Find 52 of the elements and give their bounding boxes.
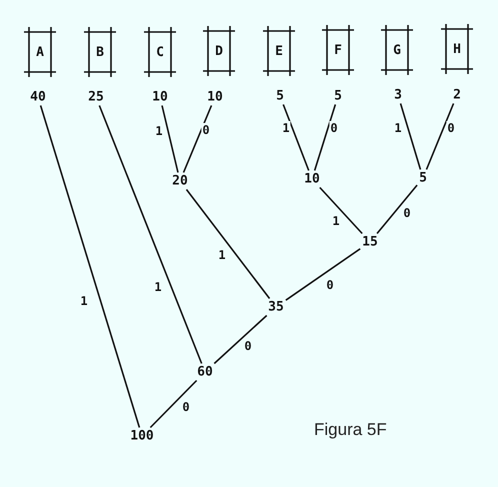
letter-box: C [144,27,176,77]
weight-number: 10 [302,170,322,188]
edge-label: 1 [153,280,163,294]
letter-box: F [322,25,354,75]
tree-branch-line [98,105,202,364]
edge-label: 1 [154,124,164,138]
edge-label: 1 [217,248,227,262]
weight-number: 2 [451,86,463,104]
weight-number: 20 [170,172,190,190]
letter-box: G [381,25,413,75]
tree-branch-line [161,105,179,173]
weight-number: 100 [128,428,156,444]
weight-number: 5 [332,88,344,104]
tree-branch-line [426,103,454,170]
tree-branch-line [186,189,270,299]
tree-branch-line [319,186,363,234]
weight-number: 35 [266,298,286,316]
edge-label: 0 [329,121,339,135]
edge-label: 0 [402,206,412,220]
weight-number: 10 [205,88,225,106]
edge-label: 0 [201,123,211,137]
weight-number: 40 [28,88,48,106]
tree-branch-line [182,105,212,173]
edge-label: 1 [79,294,89,308]
weight-number: 15 [360,234,380,250]
tree-branch-line [400,103,422,170]
edge-label: 1 [331,214,341,228]
tree-branch-line [285,248,361,301]
tree-branch-line [150,380,198,428]
tree-branch-line [40,105,140,428]
tree-branch-line [314,104,336,171]
edge-label: 0 [325,278,335,292]
tree-branch-line [376,184,418,234]
edge-label: 1 [393,121,403,135]
edge-label: 1 [281,121,291,135]
letter-box: H [441,24,473,74]
edge-label: 0 [181,400,191,414]
edge-label: 0 [446,121,456,135]
figure-caption: Figura 5F [314,420,387,440]
weight-number: 25 [86,88,106,106]
weight-number: 10 [150,88,170,106]
letter-box: B [84,27,116,77]
weight-number: 5 [274,88,286,104]
tree-branch-line [214,314,268,364]
tree-branch-line [282,104,310,171]
letter-box: A [24,27,56,77]
letter-box: E [263,26,295,76]
weight-number: 60 [195,364,215,380]
edge-label: 0 [243,339,253,353]
weight-number: 3 [392,86,404,104]
letter-box: D [203,26,235,76]
weight-number: 5 [417,170,429,186]
